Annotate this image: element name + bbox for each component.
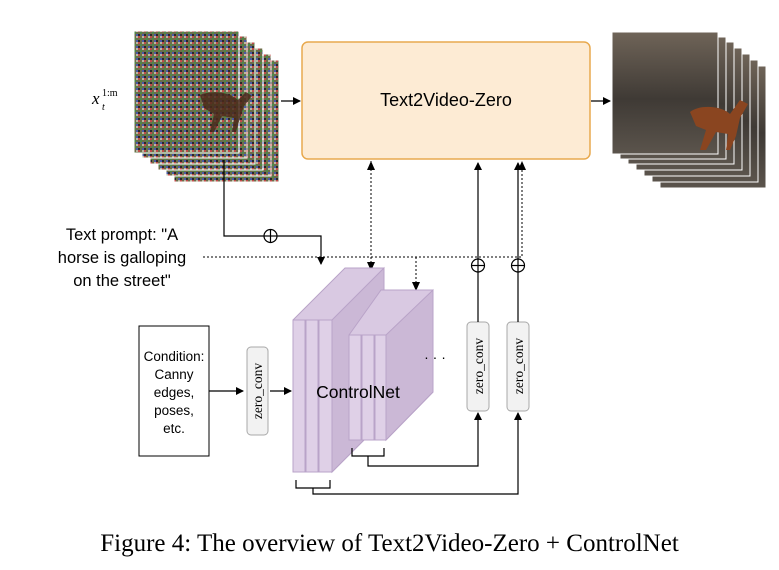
dotted-arrowheads (367, 161, 526, 291)
plus-node-input (263, 228, 278, 244)
controlnet-skip-paths (295, 412, 522, 495)
zero-conv-output-1: zero_conv (466, 321, 490, 412)
svg-text:zero_conv: zero_conv (511, 338, 526, 394)
controlnet-label: ControlNet (316, 382, 400, 402)
noisy-horse-silhouette (200, 92, 252, 132)
svg-text:Text2Video-Zero: Text2Video-Zero (380, 90, 512, 110)
svg-text:edges,: edges, (154, 385, 195, 400)
svg-text:zero_conv: zero_conv (471, 338, 486, 394)
svg-text:Canny: Canny (154, 367, 193, 382)
svg-text:x: x (91, 89, 100, 108)
svg-text:1:m: 1:m (102, 88, 118, 99)
text2video-zero-box: Text2Video-Zero (301, 41, 591, 160)
figure-caption: Figure 4: The overview of Text2Video-Zer… (100, 530, 679, 557)
text-prompt: Text prompt: "A horse is galloping on th… (58, 226, 186, 290)
residual-paths (474, 162, 522, 322)
plus-node-residual-1 (470, 258, 486, 273)
svg-text:horse is galloping: horse is galloping (58, 249, 186, 267)
output-frames-stack (611, 31, 767, 189)
svg-text:zero_conv: zero_conv (250, 363, 265, 419)
controlnet-block-small (348, 288, 434, 442)
input-to-controlnet-path (223, 160, 325, 265)
svg-text:etc.: etc. (163, 421, 185, 436)
plus-node-residual-2 (510, 258, 526, 273)
pipeline-diagram: x 1:m t Text2Video-Zero Text prompt: "A (58, 30, 767, 495)
zero-conv-input: zero_conv (246, 346, 269, 436)
svg-text:on the street": on the street" (73, 272, 171, 290)
svg-text:t: t (102, 102, 105, 113)
condition-box: Condition: Canny edges, poses, etc. (138, 325, 210, 457)
output-horse (690, 100, 748, 150)
input-label: x 1:m t (91, 88, 118, 113)
zero-conv-output-2: zero_conv (506, 321, 530, 412)
noisy-frames-stack (133, 30, 280, 183)
svg-text:poses,: poses, (154, 403, 194, 418)
svg-text:Text prompt: "A: Text prompt: "A (66, 226, 178, 244)
ellipsis: · · · (424, 349, 446, 365)
svg-text:Condition:: Condition: (144, 349, 205, 364)
